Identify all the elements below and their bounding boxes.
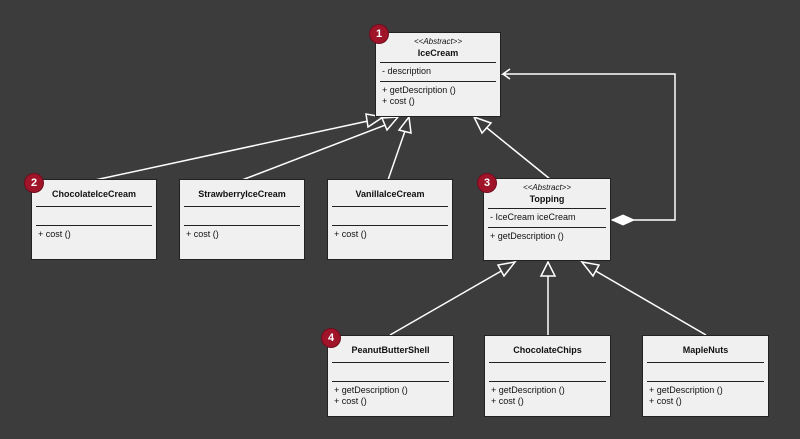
- attributes-section: [32, 207, 156, 225]
- divider: [647, 362, 764, 363]
- class-name: PeanutButterShell: [351, 345, 430, 355]
- methods-section: + cost (): [328, 226, 452, 244]
- method: + getDescription (): [334, 385, 408, 395]
- divider: [36, 206, 152, 207]
- inherit-arrow-peanut: [496, 260, 517, 278]
- class-strawberry-icecream[interactable]: StrawberryIceCream + cost (): [179, 179, 305, 260]
- attributes-section: [485, 363, 610, 381]
- stereotype-label: <<Abstract>>: [413, 37, 463, 46]
- methods-section: + cost (): [32, 226, 156, 244]
- methods-section: + getDescription () + cost (): [643, 382, 768, 410]
- attribute: - IceCream iceCream: [490, 212, 576, 222]
- class-maple-nuts[interactable]: MapleNuts + getDescription () + cost (): [642, 335, 769, 417]
- method: + cost (): [649, 396, 682, 406]
- class-icecream[interactable]: <<Abstract>> IceCream - description + ge…: [375, 32, 501, 117]
- edge-aggregation: [510, 73, 676, 221]
- badge-2: 2: [25, 174, 43, 192]
- inherit-arrow-topping: [472, 115, 493, 135]
- method: + cost (): [491, 396, 524, 406]
- method: + cost (): [382, 96, 415, 106]
- class-topping[interactable]: <<Abstract>> Topping - IceCream iceCream…: [483, 178, 611, 261]
- class-vanilla-icecream[interactable]: VanillaIceCream + cost (): [327, 179, 453, 260]
- methods-section: + getDescription () + cost (): [376, 82, 500, 110]
- edge-topping-to-icecream: [486, 127, 551, 180]
- method: + getDescription (): [649, 385, 723, 395]
- class-name: Topping: [529, 194, 565, 204]
- inherit-arrow-chips: [539, 260, 557, 277]
- method: + getDescription (): [382, 85, 456, 95]
- methods-section: + cost (): [180, 226, 304, 244]
- method: + getDescription (): [491, 385, 565, 395]
- attributes-section: - description: [376, 63, 500, 81]
- attributes-section: [328, 363, 453, 381]
- class-chocolate-icecream[interactable]: ChocolateIceCream + cost (): [31, 179, 157, 260]
- class-name: ChocolateIceCream: [51, 189, 137, 199]
- class-peanut-butter-shell[interactable]: PeanutButterShell + getDescription () + …: [327, 335, 454, 417]
- edge-strawberry-to-icecream: [241, 123, 389, 181]
- divider: [380, 81, 496, 82]
- divider: [488, 227, 606, 228]
- divider: [489, 362, 606, 363]
- divider: [332, 362, 449, 363]
- class-name: StrawberryIceCream: [198, 189, 286, 199]
- attributes-section: [180, 207, 304, 225]
- attribute: - description: [382, 66, 432, 76]
- attributes-section: - IceCream iceCream: [484, 209, 610, 227]
- class-name: IceCream: [417, 48, 459, 58]
- divider: [488, 208, 606, 209]
- divider: [380, 62, 496, 63]
- inherit-arrow-strawberry: [380, 116, 400, 132]
- methods-section: + getDescription (): [484, 228, 610, 246]
- divider: [36, 225, 152, 226]
- inherit-arrow-vanilla: [397, 115, 412, 134]
- inherit-arrow-maple: [580, 260, 601, 278]
- edge-chocolate-to-icecream: [94, 120, 369, 181]
- method: + cost (): [38, 229, 71, 239]
- method: + cost (): [186, 229, 219, 239]
- class-name: VanillaIceCream: [355, 189, 425, 199]
- method: + cost (): [334, 229, 367, 239]
- divider: [332, 206, 448, 207]
- class-chocolate-chips[interactable]: ChocolateChips + getDescription () + cos…: [484, 335, 611, 417]
- edge-vanilla-to-icecream: [387, 130, 406, 181]
- badge-4: 4: [322, 329, 340, 347]
- aggregation-diamond: [610, 214, 636, 226]
- inherit-arrow-chocolate: [365, 113, 385, 129]
- class-name: ChocolateChips: [513, 345, 582, 355]
- stereotype-label: <<Abstract>>: [522, 183, 572, 192]
- divider: [332, 381, 449, 382]
- methods-section: + getDescription () + cost (): [328, 382, 453, 410]
- attributes-section: [328, 207, 452, 225]
- badge-3: 3: [478, 174, 496, 192]
- methods-section: + getDescription () + cost (): [485, 382, 610, 410]
- divider: [489, 381, 606, 382]
- badge-1: 1: [370, 25, 388, 43]
- aggregation-arrow-head: [500, 68, 511, 80]
- divider: [332, 225, 448, 226]
- edge-maple-to-topping: [593, 269, 707, 336]
- method: + getDescription (): [490, 231, 564, 241]
- attributes-section: [643, 363, 768, 381]
- divider: [184, 225, 300, 226]
- divider: [647, 381, 764, 382]
- edge-peanut-to-topping: [389, 269, 504, 336]
- class-name: MapleNuts: [682, 345, 729, 355]
- method: + cost (): [334, 396, 367, 406]
- divider: [184, 206, 300, 207]
